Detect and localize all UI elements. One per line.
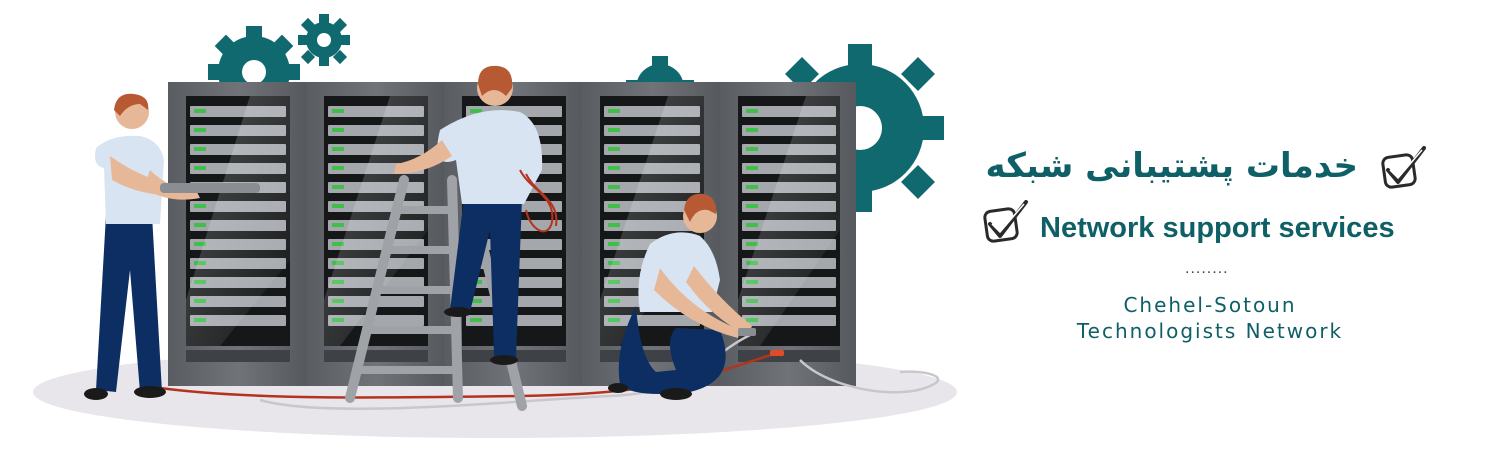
server-led: [194, 147, 206, 151]
technician-kneeling: [608, 193, 784, 400]
company-name-line-2: Technologists Network: [1076, 319, 1344, 343]
check-box-icon: [983, 200, 1028, 243]
company-name-line-1: Chehel-Sotoun: [1123, 293, 1297, 317]
server-led: [608, 223, 620, 227]
server-led: [194, 109, 206, 113]
server-led: [746, 185, 758, 189]
server-led: [608, 242, 620, 246]
server-led: [746, 166, 758, 170]
server-led: [470, 299, 482, 303]
technician-ladder: [394, 65, 558, 365]
server-led: [746, 223, 758, 227]
server-led: [746, 128, 758, 132]
check-box-icon: [1381, 146, 1426, 189]
server-led: [746, 109, 758, 113]
server-led: [332, 147, 344, 151]
server-room-scene: [33, 14, 957, 438]
server-led: [332, 242, 344, 246]
server-led: [194, 204, 206, 208]
persian-title: خدمات پشتیبانی شبکه: [985, 146, 1358, 186]
server-led: [608, 128, 620, 132]
server-led: [332, 204, 344, 208]
server-led: [194, 242, 206, 246]
server-led: [746, 204, 758, 208]
network-support-illustration: [33, 14, 957, 438]
server-led: [746, 242, 758, 246]
server-led: [194, 166, 206, 170]
server-led: [332, 166, 344, 170]
service-info-panel: خدمات پشتیبانی شبکه Network support serv…: [980, 0, 1500, 450]
server-led: [608, 166, 620, 170]
cable-grey-loop: [799, 359, 940, 394]
english-title: Network support services: [1040, 212, 1395, 244]
gear-icon: [298, 14, 350, 66]
server-led: [332, 223, 344, 227]
server-led: [194, 223, 206, 227]
server-led: [608, 109, 620, 113]
server-led: [332, 128, 344, 132]
server-led: [332, 109, 344, 113]
server-led: [608, 147, 620, 151]
server-led: [470, 318, 482, 322]
server-led: [470, 109, 482, 113]
server-led: [332, 185, 344, 189]
server-led: [746, 147, 758, 151]
server-led: [194, 128, 206, 132]
server-led: [608, 204, 620, 208]
technician-left: [84, 93, 260, 400]
server-led: [608, 185, 620, 189]
separator-dots: ........: [1185, 260, 1229, 277]
